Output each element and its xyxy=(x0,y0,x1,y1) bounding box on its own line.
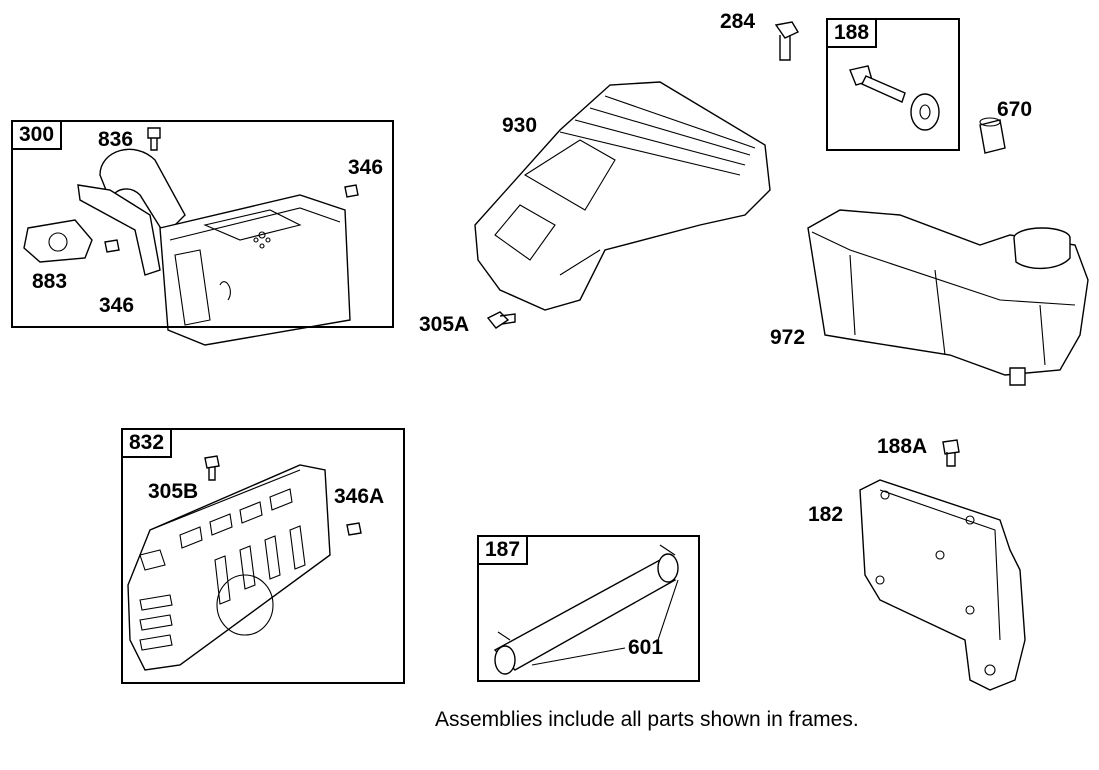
frame-187-tag: 187 xyxy=(477,535,529,565)
frame-300: 300 xyxy=(11,120,394,328)
part-label-284: 284 xyxy=(720,10,756,33)
part-label-346-lower: 346 xyxy=(99,294,135,317)
frame-188-tag: 188 xyxy=(826,18,878,48)
bushing-670-drawing xyxy=(979,117,1006,154)
part-label-346-upper: 346 xyxy=(348,156,384,179)
assemblies-note: Assemblies include all parts shown in fr… xyxy=(435,708,859,731)
frame-187: 187 xyxy=(477,535,700,682)
muffler-assembly-drawing xyxy=(23,127,359,346)
part-label-883: 883 xyxy=(32,270,68,293)
part-label-346A: 346A xyxy=(334,485,385,508)
frame-832-tag: 832 xyxy=(121,428,173,458)
part-label-305A: 305A xyxy=(419,313,470,336)
part-label-182: 182 xyxy=(808,503,844,526)
part-label-601: 601 xyxy=(628,636,664,659)
bolt-284-drawing xyxy=(774,21,800,61)
part-label-836: 836 xyxy=(98,128,134,151)
frame-832: 832 xyxy=(121,428,405,684)
pin-188-drawing xyxy=(849,65,940,131)
part-label-188A: 188A xyxy=(877,435,928,458)
blower-housing-drawing xyxy=(474,81,771,329)
part-label-670: 670 xyxy=(997,98,1033,121)
part-label-930: 930 xyxy=(502,114,538,137)
fuel-tank-drawing xyxy=(807,209,1089,386)
muffler-guard-drawing xyxy=(127,455,362,671)
frame-300-tag: 300 xyxy=(11,120,63,150)
frame-188: 188 xyxy=(826,18,960,151)
bracket-drawing xyxy=(859,439,1026,691)
fuel-line-drawing xyxy=(493,544,679,675)
part-label-972: 972 xyxy=(770,326,806,349)
part-label-305B: 305B xyxy=(148,480,199,503)
